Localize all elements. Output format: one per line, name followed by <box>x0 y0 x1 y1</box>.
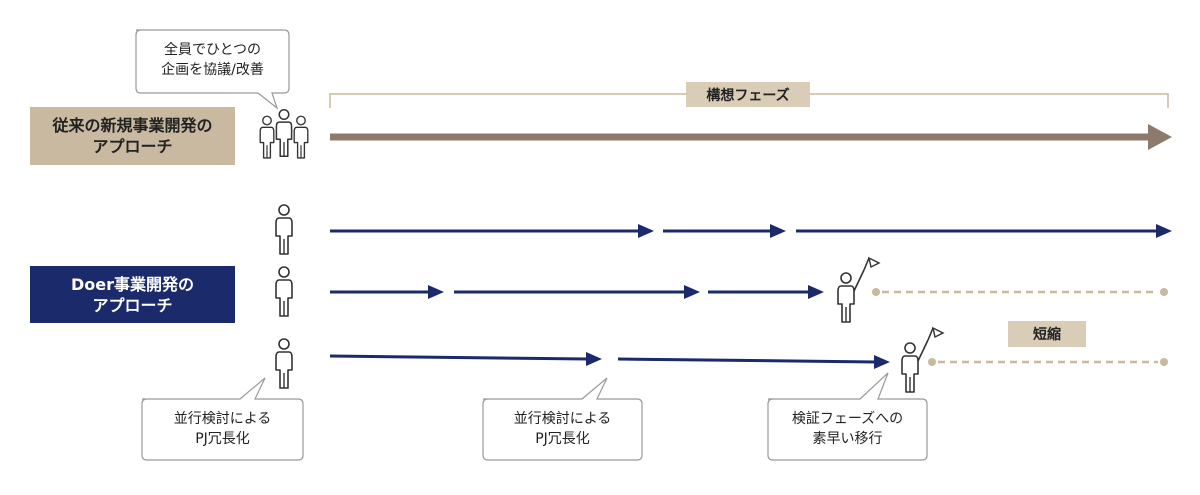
top-bubble-text: 全員でひとつの 企画を協議/改善 <box>161 42 264 78</box>
callout-text-1: 並行検討による PJ冗長化 <box>173 411 272 447</box>
person-icon <box>275 338 293 389</box>
callout-box-2 <box>482 377 643 461</box>
person-icon <box>275 204 293 255</box>
row2-arrows <box>330 285 824 299</box>
top-bubble <box>135 29 290 110</box>
person-icon <box>275 266 293 317</box>
traditional-approach-label: 従来の新規事業開発の アプローチ <box>30 107 235 165</box>
callout-text-2: 並行検討による PJ冗長化 <box>513 411 612 447</box>
doer-approach-label: Doer事業開発の アプローチ <box>30 266 235 323</box>
callout-box-3 <box>767 372 928 461</box>
row3-dotted-remainder <box>928 358 1168 366</box>
person-with-flag-icon <box>837 256 881 323</box>
person-with-flag-icon <box>901 326 945 393</box>
shorten-label: 短縮 <box>1008 321 1086 347</box>
group-of-people-icon <box>259 108 309 159</box>
phase-label: 構想フェーズ <box>686 82 810 107</box>
row3-arrows <box>329 352 890 369</box>
traditional-arrow <box>330 124 1172 150</box>
callout-text-3: 検証フェーズへの 素早い移行 <box>791 411 904 447</box>
row1-arrows <box>330 224 1172 238</box>
row2-dotted-remainder <box>872 288 1168 296</box>
callout-box-1 <box>141 377 304 461</box>
